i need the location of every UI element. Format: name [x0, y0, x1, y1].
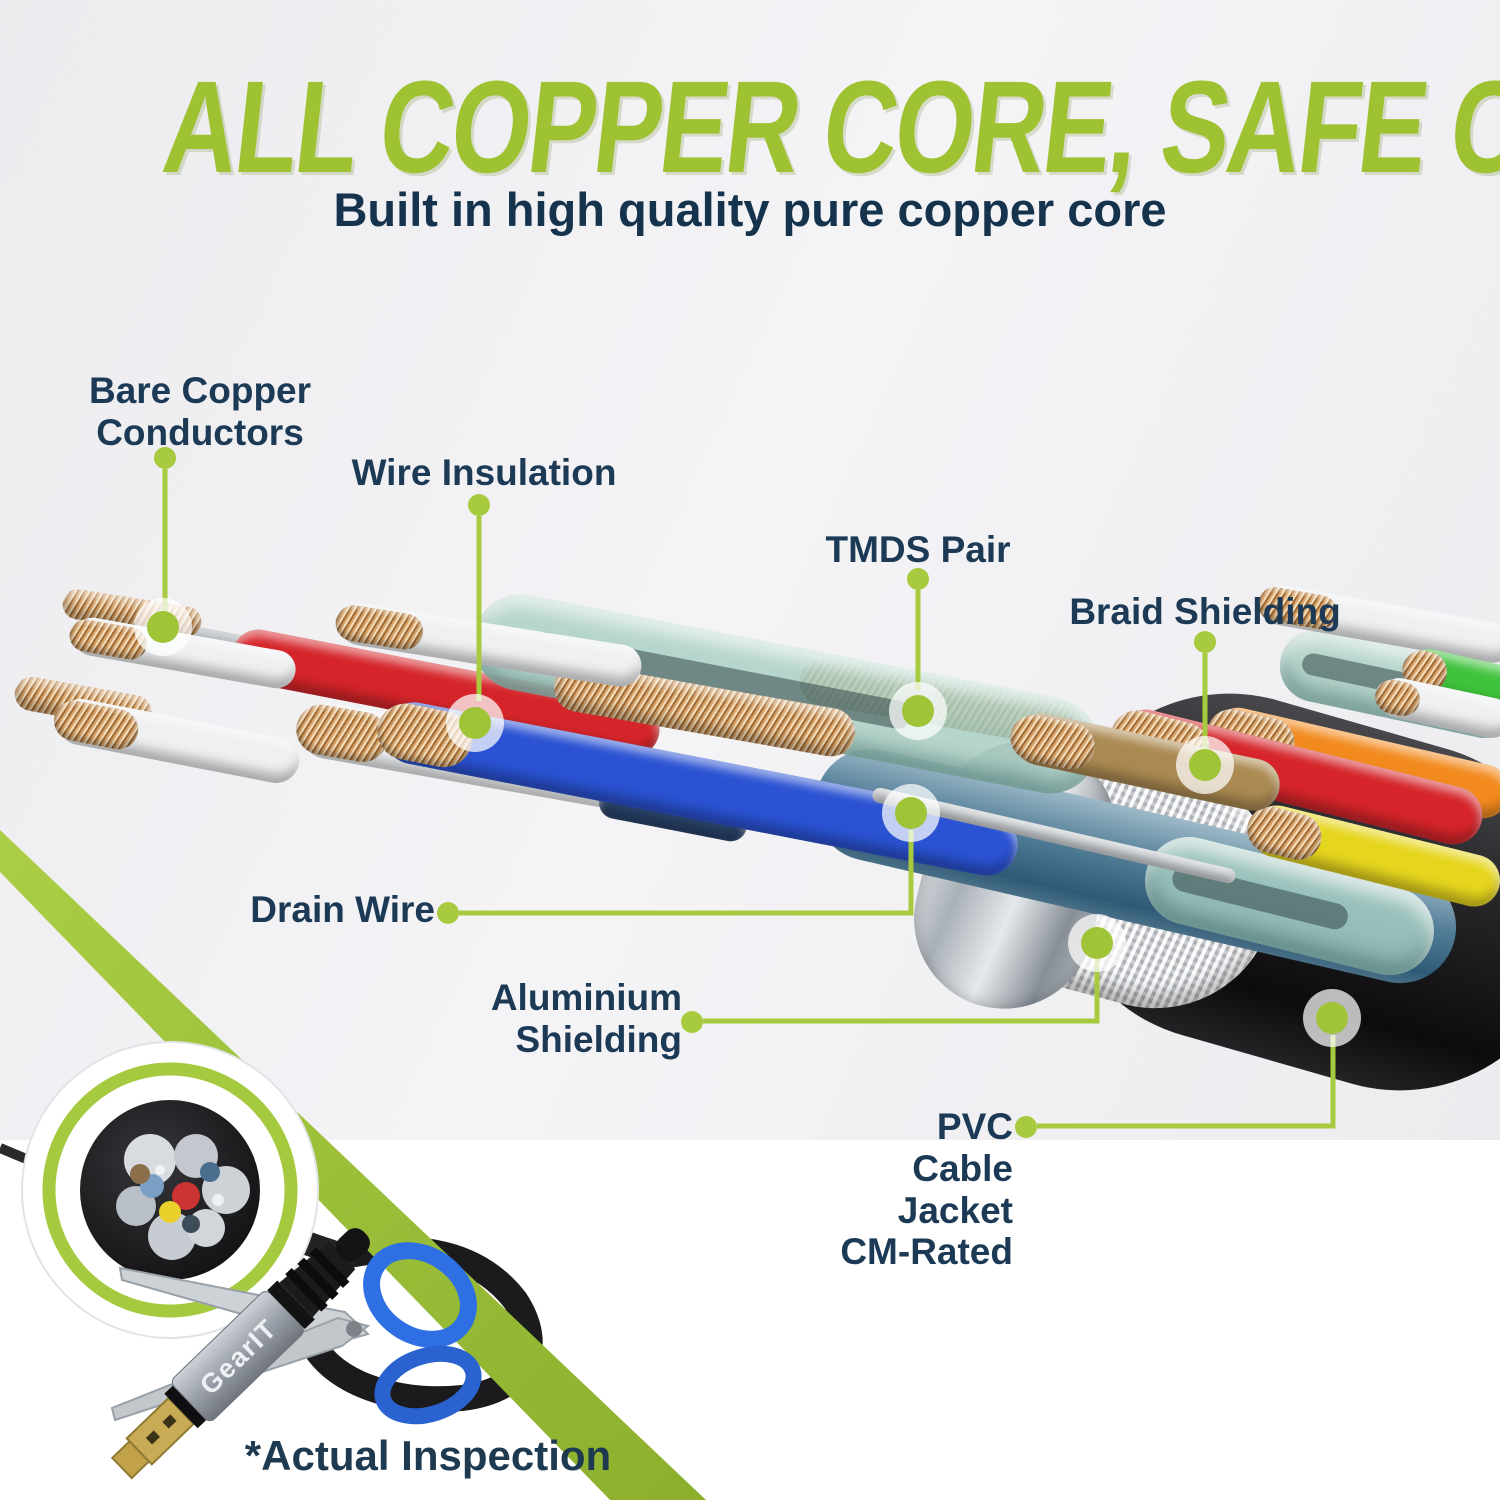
cross-section-inset [0, 1041, 319, 1339]
hdmi-connector: GearIT [110, 1228, 370, 1480]
green-diagonal-stripe [0, 830, 706, 1500]
boot-rib [309, 1247, 350, 1288]
hdmi-plug-hole [145, 1430, 161, 1445]
label-braid-shielding: Braid Shielding [1069, 591, 1341, 632]
label-bare-copper-conductors: Bare Copper Conductors [88, 370, 312, 453]
boot-rib [285, 1267, 328, 1312]
label-aluminium-shielding: Aluminium Shielding [490, 977, 682, 1060]
connector-collar [164, 1385, 207, 1429]
connector-body [171, 1291, 304, 1422]
inset-wire-bundle [116, 1134, 250, 1260]
photo-caption: *Actual Inspection [244, 1432, 612, 1479]
page-title: ALL COPPER CORE, SAFE CHARGING [156, 53, 1500, 200]
page-subtitle: Built in high quality pure copper core [333, 183, 1167, 236]
scissors-handle-lower [374, 1345, 482, 1425]
label-wire-insulation: Wire Insulation [351, 452, 617, 493]
label-drain-wire: Drain Wire [250, 889, 435, 930]
boot-rib [297, 1257, 339, 1300]
label-tmds-pair: TMDS Pair [825, 529, 1011, 570]
label-pvc-cable-jacket: PVC Cable Jacket CM-Rated [840, 1106, 1013, 1273]
hdmi-plug-hole [162, 1414, 177, 1429]
scissors-pivot-screw [346, 1321, 362, 1337]
cable-exit [335, 1228, 370, 1262]
scissors-handle-upper [363, 1242, 477, 1348]
strain-relief [267, 1280, 315, 1330]
